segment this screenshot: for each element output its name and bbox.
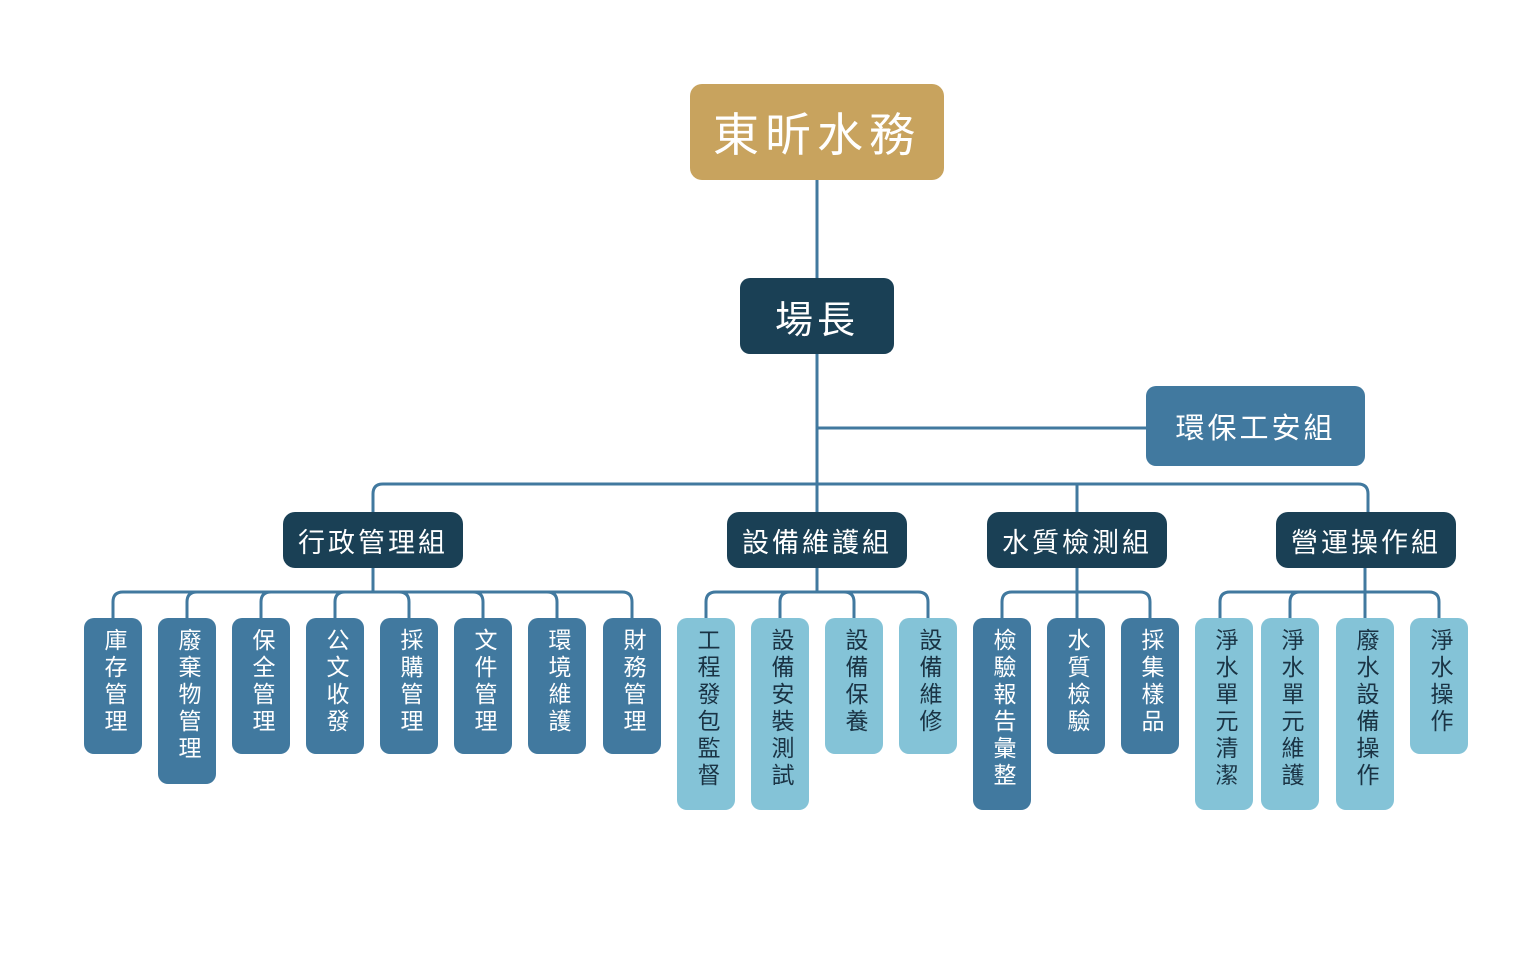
leaf-node: 淨水操作 <box>1410 618 1468 754</box>
leaf-node: 檢驗報告彙整 <box>973 618 1031 810</box>
leaf-label: 財務管理 <box>619 628 645 736</box>
group-admin: 行政管理組 <box>283 512 463 568</box>
leaf-node: 淨水單元清潔 <box>1195 618 1253 810</box>
group-admin-label: 行政管理組 <box>298 527 448 559</box>
leaf-node: 文件管理 <box>454 618 512 754</box>
leaf-label: 廢水設備操作 <box>1352 628 1378 790</box>
leaf-label: 廢棄物管理 <box>174 628 200 763</box>
group-operations-label: 營運操作組 <box>1291 527 1441 559</box>
leaf-label: 保全管理 <box>248 628 274 736</box>
group-equipment-label: 設備維護組 <box>742 527 892 559</box>
leaf-node: 廢水設備操作 <box>1336 618 1394 810</box>
leaf-label: 採集樣品 <box>1137 628 1163 736</box>
leaf-node: 淨水單元維護 <box>1261 618 1319 810</box>
leaf-node: 設備安裝測試 <box>751 618 809 810</box>
leaf-label: 庫存管理 <box>100 628 126 736</box>
company-name: 東昕水務 <box>713 108 921 162</box>
leaf-node: 保全管理 <box>232 618 290 754</box>
group-water-quality: 水質檢測組 <box>987 512 1167 568</box>
connector-g4-bus <box>1218 590 1441 618</box>
leaf-label: 水質檢驗 <box>1063 628 1089 736</box>
leaf-node: 設備維修 <box>899 618 957 754</box>
leaf-label: 設備維修 <box>915 628 941 736</box>
connector-g2-bus <box>704 590 930 618</box>
connector-group-bus <box>371 482 1370 512</box>
leaf-node: 設備保養 <box>825 618 883 754</box>
leaf-node: 採集樣品 <box>1121 618 1179 754</box>
leaf-label: 工程發包監督 <box>693 628 719 790</box>
leaf-node: 工程發包監督 <box>677 618 735 810</box>
leaf-label: 環境維護 <box>544 628 570 736</box>
plant-manager-node: 場長 <box>740 278 894 354</box>
group-equipment: 設備維護組 <box>727 512 907 568</box>
leaf-node: 廢棄物管理 <box>158 618 216 784</box>
safety-group-label: 環保工安組 <box>1175 411 1336 445</box>
leaf-label: 淨水操作 <box>1426 628 1452 736</box>
leaf-node: 財務管理 <box>603 618 661 754</box>
leaf-label: 採購管理 <box>396 628 422 736</box>
group-operations: 營運操作組 <box>1276 512 1456 568</box>
leaf-node: 採購管理 <box>380 618 438 754</box>
company-node: 東昕水務 <box>690 84 944 180</box>
leaf-label: 設備保養 <box>841 628 867 736</box>
leaf-node: 庫存管理 <box>84 618 142 754</box>
leaf-node: 水質檢驗 <box>1047 618 1105 754</box>
safety-group-node: 環保工安組 <box>1146 386 1365 466</box>
connector-g1-bus <box>111 590 634 618</box>
leaf-label: 淨水單元清潔 <box>1211 628 1237 790</box>
leaf-node: 環境維護 <box>528 618 586 754</box>
leaf-node: 公文收發 <box>306 618 364 754</box>
plant-manager-label: 場長 <box>774 297 859 342</box>
group-water-quality-label: 水質檢測組 <box>1002 527 1152 559</box>
leaf-label: 檢驗報告彙整 <box>989 628 1015 790</box>
leaf-label: 淨水單元維護 <box>1277 628 1303 790</box>
leaf-label: 文件管理 <box>470 628 496 736</box>
leaf-label: 公文收發 <box>322 628 348 736</box>
connector-g3-bus <box>1000 590 1152 618</box>
leaf-label: 設備安裝測試 <box>767 628 793 790</box>
